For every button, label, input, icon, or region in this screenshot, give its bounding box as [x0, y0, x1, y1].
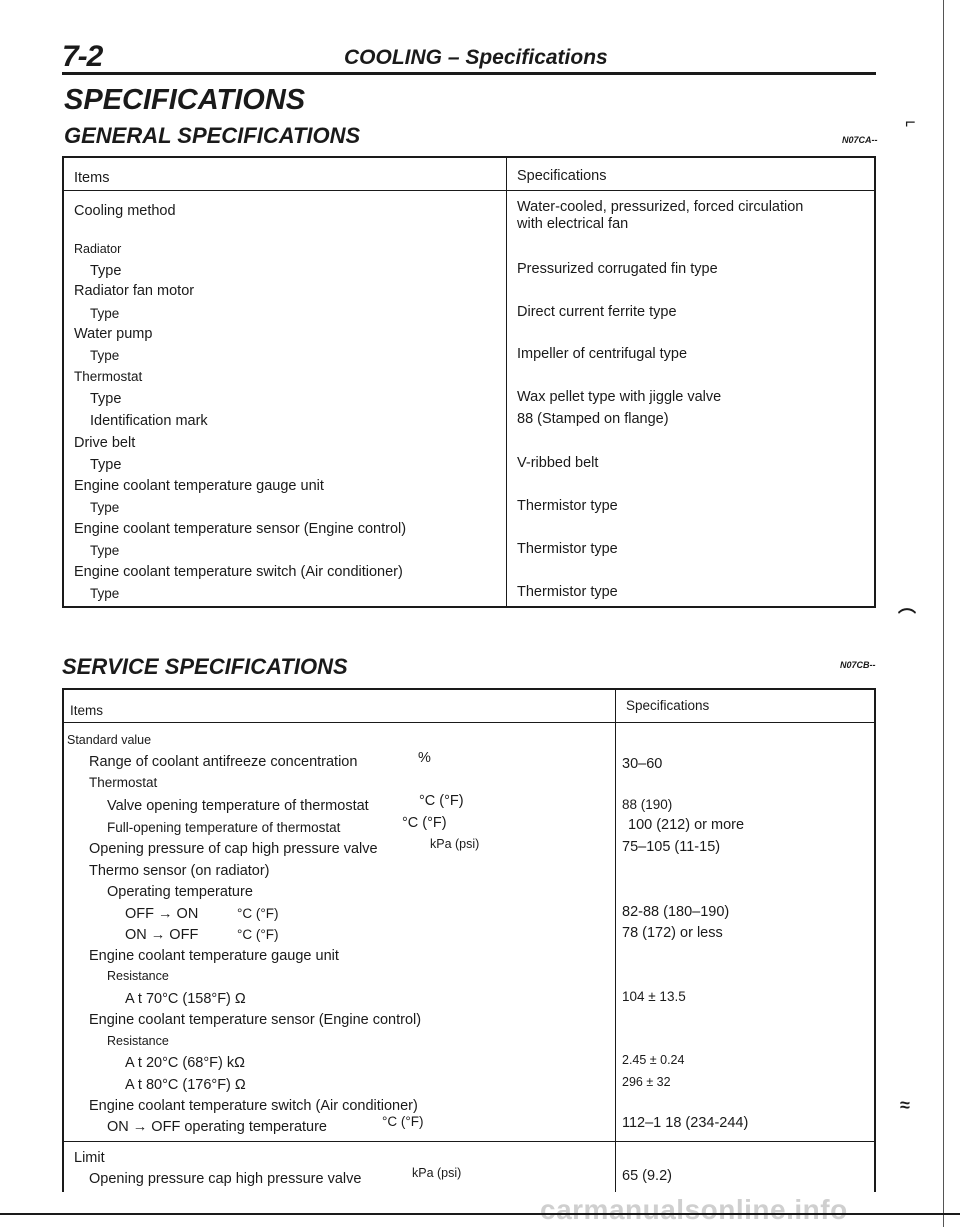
- table-row-item: A t 80°C (176°F) Ω: [125, 1077, 246, 1093]
- table-row-unit: °C (°F): [237, 906, 279, 921]
- table-row-spec: 65 (9.2): [622, 1168, 672, 1184]
- table-row-spec: Pressurized corrugated fin type: [517, 261, 718, 277]
- table-row-item: Opening pressure of cap high pressure va…: [89, 841, 378, 857]
- table-row-item: Type: [90, 391, 122, 407]
- page-title: SPECIFICATIONS: [64, 84, 306, 116]
- table-row-spec: Thermistor type: [517, 498, 618, 514]
- table-row-spec: 104 ± 13.5: [622, 989, 686, 1004]
- table-row-spec: 88 (Stamped on flange): [517, 411, 669, 427]
- table-row-spec: 82-88 (180–190): [622, 904, 730, 920]
- header-rule: [62, 72, 876, 75]
- margin-mark: ⌒: [898, 608, 916, 628]
- watermark: carmanualsonline.info: [540, 1194, 848, 1225]
- general-specs-title: GENERAL SPECIFICATIONS: [64, 123, 361, 148]
- table-row-item: Cooling method: [74, 203, 176, 219]
- table-row-spec: Thermistor type: [517, 584, 618, 600]
- table-row-item: Thermostat: [89, 775, 158, 790]
- table-row-item: Type: [90, 263, 122, 279]
- table-row-spec-cont: with electrical fan: [517, 216, 629, 232]
- table-row-item: Type: [90, 306, 120, 321]
- table-row-item: Type: [90, 500, 120, 515]
- table-row-item: Water pump: [74, 326, 153, 342]
- table-row-unit: °C (°F): [419, 793, 464, 809]
- table-row-spec: V-ribbed belt: [517, 455, 599, 471]
- table-row-spec: 2.45 ± 0.24: [622, 1053, 685, 1067]
- table-row-item: Resistance: [107, 969, 169, 983]
- col-header-specs: Specifications: [626, 698, 710, 713]
- table-row-item: Operating temperature: [107, 884, 253, 900]
- table-row-item: Radiator: [74, 242, 122, 256]
- service-specs-code: N07CB--: [840, 660, 876, 670]
- table-row-item: Drive belt: [74, 435, 136, 451]
- table-row-item: Full-opening temperature of thermostat: [107, 820, 341, 835]
- table-row-item: OFF → ON: [125, 906, 199, 922]
- table-row-item: Engine coolant temperature sensor (Engin…: [74, 521, 407, 537]
- col-header-specs: Specifications: [517, 168, 607, 184]
- margin-mark: ⌐: [905, 112, 916, 132]
- table-row-unit: °C (°F): [402, 815, 447, 831]
- table-row-spec: Direct current ferrite type: [517, 304, 677, 320]
- table-row-item: Type: [90, 348, 120, 363]
- table-row-item: Type: [90, 457, 122, 473]
- table-row-item: Engine coolant temperature switch (Air c…: [89, 1098, 418, 1114]
- table-row-item: Engine coolant temperature switch (Air c…: [74, 564, 403, 580]
- table-row-unit: kPa (psi): [430, 837, 480, 851]
- table-row-item: A t 20°C (68°F) kΩ: [125, 1055, 245, 1071]
- table-row-item: ON → OFF: [125, 927, 199, 943]
- page-number: 7-2: [62, 40, 103, 73]
- service-specs-title: SERVICE SPECIFICATIONS: [62, 654, 348, 679]
- col-header-items: Items: [70, 703, 104, 718]
- col-header-items: Items: [74, 170, 110, 186]
- table-row-spec: 30–60: [622, 756, 663, 772]
- running-title: COOLING – Specifications: [344, 46, 608, 69]
- general-specs-code: N07CA--: [842, 135, 878, 145]
- table-row-unit: °C (°F): [382, 1114, 424, 1129]
- table-row-item: Engine coolant temperature gauge unit: [89, 948, 339, 964]
- table-row-spec: Water-cooled, pressurized, forced circul…: [517, 199, 804, 215]
- table-row-item: Thermostat: [74, 369, 143, 384]
- table-row-item: Type: [90, 543, 120, 558]
- table-row-unit: °C (°F): [237, 927, 279, 942]
- table-row-spec: 78 (172) or less: [622, 925, 723, 941]
- table-row-item: Limit: [74, 1150, 105, 1166]
- table-row-item: Opening pressure cap high pressure valve: [89, 1171, 362, 1187]
- table-row-spec: Wax pellet type with jiggle valve: [517, 389, 722, 405]
- margin-mark: ≈: [900, 1095, 910, 1115]
- table-row-spec: 112–1 18 (234-244): [622, 1115, 749, 1131]
- table-row-item: Engine coolant temperature sensor (Engin…: [89, 1012, 422, 1028]
- table-row-item: ON → OFF operating temperature: [107, 1119, 327, 1135]
- table-row-spec: 296 ± 32: [622, 1075, 671, 1089]
- table-row-spec: Thermistor type: [517, 541, 618, 557]
- table-row-item: Type: [90, 586, 120, 601]
- bottom-rule: [0, 1213, 960, 1215]
- right-edge-line: [943, 0, 944, 1227]
- table-row-item: Valve opening temperature of thermostat: [107, 798, 369, 814]
- table-row-unit: %: [418, 750, 431, 766]
- table-row-item: Engine coolant temperature gauge unit: [74, 478, 324, 494]
- table-row-spec: Impeller of centrifugal type: [517, 346, 688, 362]
- table-row-spec: 100 (212) or more: [628, 817, 745, 833]
- table-row-item: Range of coolant antifreeze concentratio…: [89, 754, 358, 770]
- table-row-item: Identification mark: [90, 413, 208, 429]
- table-row-item: A t 70°C (158°F) Ω: [125, 991, 246, 1007]
- table-row-spec: 88 (190): [622, 797, 673, 812]
- table-row-item: Radiator fan motor: [74, 283, 195, 299]
- table-row-spec: 75–105 (11-15): [622, 839, 721, 855]
- table-row-item: Standard value: [67, 733, 152, 747]
- table-row-item: Resistance: [107, 1034, 169, 1048]
- table-row-item: Thermo sensor (on radiator): [89, 863, 270, 879]
- table-row-unit: kPa (psi): [412, 1166, 462, 1180]
